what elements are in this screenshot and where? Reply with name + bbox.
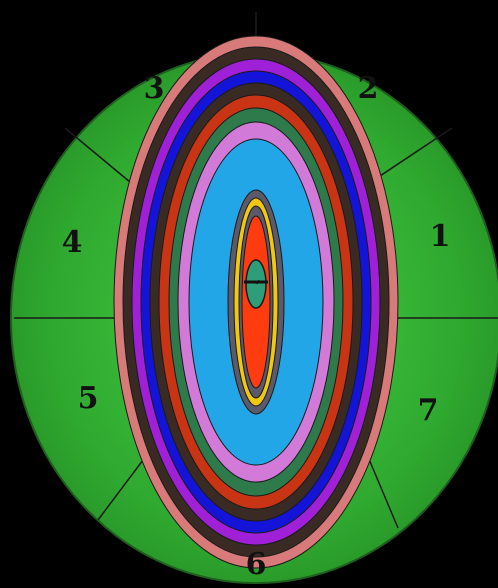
sector-label-3: 3 (144, 71, 165, 106)
center-dart-icon (244, 280, 268, 284)
sector-label-2: 2 (358, 71, 379, 106)
target-rings (114, 36, 398, 568)
bullseye[interactable] (246, 260, 266, 308)
sector-label-6: 6 (246, 547, 267, 582)
sector-label-4: 4 (62, 225, 83, 260)
sector-label-1: 1 (430, 219, 451, 254)
sector-label-5: 5 (78, 381, 99, 416)
sector-label-7: 7 (418, 393, 439, 428)
